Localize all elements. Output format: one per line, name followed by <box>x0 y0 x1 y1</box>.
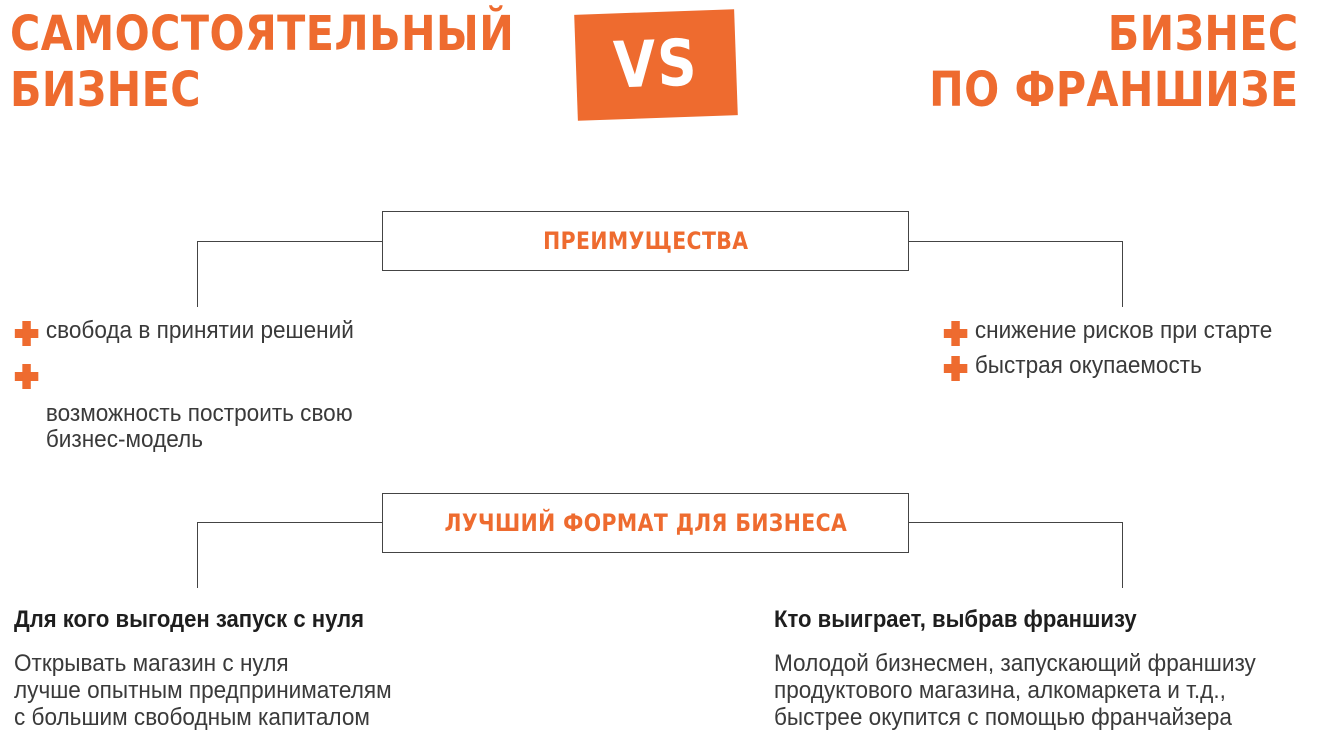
right-format-heading: Кто выиграет, выбрав франшизу <box>774 606 1137 633</box>
advantages-label: ПРЕИМУЩЕСТВА <box>542 227 749 255</box>
plus-icon <box>14 364 39 389</box>
left-format-line-3: с большим свободным капиталом <box>14 704 370 731</box>
format-drop-left <box>197 522 198 588</box>
left-advantages-list: свобода в принятии решений возможность п… <box>12 318 376 458</box>
right-title: БИЗНЕС ПО ФРАНШИЗЕ <box>929 6 1299 118</box>
list-item: возможность построить свою бизнес-модель <box>12 349 354 453</box>
vs-badge: VS <box>574 9 738 121</box>
right-advantage-2: быстрая окупаемость <box>974 352 1202 379</box>
left-title-line-2: БИЗНЕС <box>10 62 201 118</box>
advantages-drop-right <box>1122 241 1123 307</box>
advantages-box: ПРЕИМУЩЕСТВА <box>382 211 909 271</box>
left-format-text: Открывать магазин с нуля лучше опытным п… <box>14 650 392 731</box>
advantages-drop-left <box>197 241 198 307</box>
right-format-line-1: Молодой бизнесмен, запускающий франшизу <box>774 650 1256 677</box>
left-format-line-1: Открывать магазин с нуля <box>14 650 289 677</box>
vs-label: VS <box>612 26 700 104</box>
left-advantage-2: возможность построить свою бизнес-модель <box>45 400 353 453</box>
best-format-box: ЛУЧШИЙ ФОРМАТ ДЛЯ БИЗНЕСА <box>382 493 909 553</box>
right-format-text: Молодой бизнесмен, запускающий франшизу … <box>774 650 1256 731</box>
left-format-heading: Для кого выгоден запуск с нуля <box>14 606 365 633</box>
right-advantages-list: снижение рисков при старте быстрая окупа… <box>941 318 1293 384</box>
plus-icon <box>14 321 39 346</box>
format-connector-right <box>908 522 1123 523</box>
plus-icon <box>943 321 968 346</box>
plus-icon <box>943 356 968 381</box>
list-item: свобода в принятии решений <box>12 317 354 346</box>
list-item: снижение рисков при старте <box>941 317 1273 346</box>
left-title: САМОСТОЯТЕЛЬНЫЙ БИЗНЕС <box>10 6 514 118</box>
left-format-line-2: лучше опытным предпринимателям <box>14 677 392 704</box>
format-connector-left <box>197 522 383 523</box>
advantages-connector-right <box>908 241 1123 242</box>
left-title-line-1: САМОСТОЯТЕЛЬНЫЙ <box>10 6 515 62</box>
best-format-label: ЛУЧШИЙ ФОРМАТ ДЛЯ БИЗНЕСА <box>444 509 847 537</box>
right-format-line-3: быстрее окупится с помощью франчайзера <box>774 704 1232 731</box>
right-title-line-1: БИЗНЕС <box>1108 6 1299 62</box>
format-drop-right <box>1122 522 1123 588</box>
right-title-line-2: ПО ФРАНШИЗЕ <box>929 62 1299 118</box>
right-format-line-2: продуктового магазина, алкомаркета и т.д… <box>774 677 1226 704</box>
list-item: быстрая окупаемость <box>941 352 1272 381</box>
right-advantage-1: снижение рисков при старте <box>974 317 1273 344</box>
left-advantage-1: свобода в принятии решений <box>45 317 354 344</box>
advantages-connector-left <box>197 241 383 242</box>
